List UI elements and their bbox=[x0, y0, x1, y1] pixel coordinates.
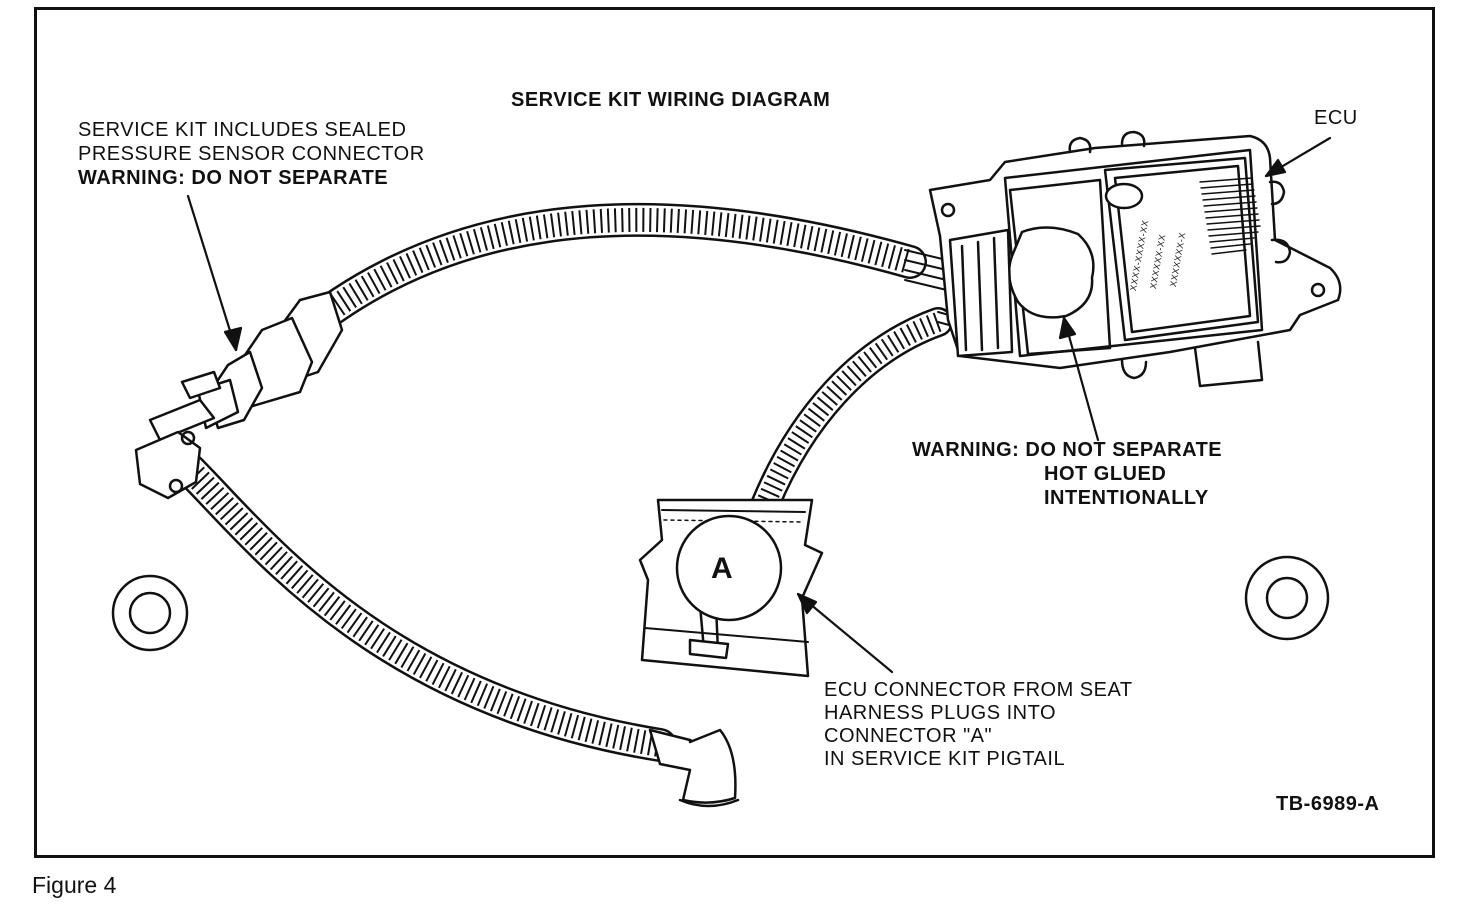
ecu-module bbox=[928, 130, 1342, 388]
mounting-hole-left bbox=[111, 574, 189, 652]
arrow-sensor bbox=[186, 194, 243, 352]
connector-a-body bbox=[638, 498, 824, 678]
upper-harness-conduit bbox=[281, 202, 927, 352]
glue-warning-line1: WARNING: DO NOT SEPARATE bbox=[912, 439, 1223, 461]
connector-callout-line4: IN SERVICE KIT PIGTAIL bbox=[824, 748, 1066, 770]
mounting-hole-right bbox=[1244, 555, 1330, 641]
hot-glue-blob bbox=[1007, 226, 1095, 319]
connector-callout-line1: ECU CONNECTOR FROM SEAT bbox=[824, 679, 1133, 701]
sensor-callout-line2: PRESSURE SENSOR CONNECTOR bbox=[78, 143, 425, 165]
diagram-title: SERVICE KIT WIRING DIAGRAM bbox=[511, 89, 831, 111]
arrow-glue bbox=[1058, 316, 1100, 442]
sensor-callout-line1: SERVICE KIT INCLUDES SEALED bbox=[78, 119, 407, 141]
figure-frame bbox=[34, 7, 1435, 858]
arrow-ecu bbox=[1264, 136, 1332, 178]
glue-warning-line2: HOT GLUED bbox=[1044, 463, 1167, 485]
glue-warning-line3: INTENTIONALLY bbox=[1044, 487, 1209, 509]
drawing-number: TB-6989-A bbox=[1276, 793, 1380, 815]
connector-callout-line2: HARNESS PLUGS INTO bbox=[824, 702, 1057, 724]
connector-callout-line3: CONNECTOR "A" bbox=[824, 725, 993, 747]
connector-a-badge bbox=[675, 514, 783, 622]
connector-a-letter: A bbox=[711, 552, 734, 585]
ecu-label: ECU bbox=[1314, 107, 1358, 129]
figure-caption: Figure 4 bbox=[32, 872, 117, 898]
sensor-callout-warning: WARNING: DO NOT SEPARATE bbox=[78, 167, 389, 189]
arrow-connector bbox=[796, 592, 894, 674]
lower-harness-conduit bbox=[173, 453, 677, 762]
pigtail-end-plug bbox=[648, 728, 740, 808]
pressure-sensor-connector bbox=[134, 290, 344, 500]
connector-harness-conduit bbox=[750, 307, 953, 520]
